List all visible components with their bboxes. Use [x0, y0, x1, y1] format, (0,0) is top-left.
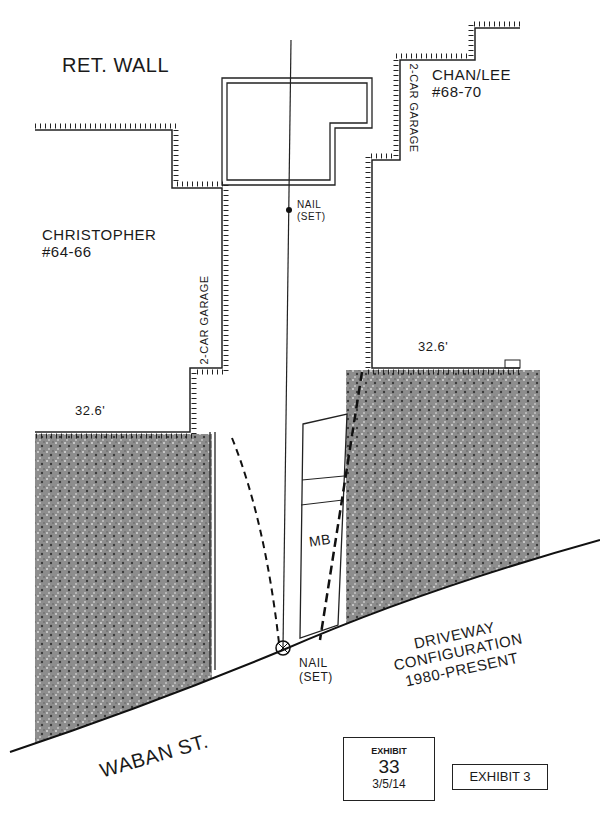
label-holder: 2-CAR GARAGE: [198, 275, 211, 364]
exhibit-stamp: EXHIBIT333/5/14: [343, 737, 435, 801]
street-name: WABAN ST.: [97, 725, 228, 783]
sketch-label: 2-CAR GARAGE: [408, 63, 421, 152]
sketch-label: NAIL (SET): [299, 657, 339, 685]
building-wall: [372, 28, 520, 368]
label-holder: CHAN/LEE #68-70: [432, 66, 512, 101]
lot-edge: [209, 432, 210, 672]
label-holder: CHRISTOPHER #64-66: [42, 226, 164, 261]
strip-tick: [302, 476, 344, 480]
label-holder: RET. WALL: [62, 54, 222, 77]
nail-symbol: [278, 643, 288, 653]
retaining-wall: [222, 78, 372, 185]
nail-symbol: [278, 643, 288, 653]
nail-dot: [286, 207, 292, 213]
wall-hatching: [35, 126, 226, 436]
exhibit-tag: EXHIBIT 3: [452, 764, 548, 790]
dimension: 32.6': [418, 340, 478, 355]
survey-line: [283, 40, 291, 648]
label-holder: NAIL (SET): [299, 657, 339, 685]
sketch-label: RET. WALL: [62, 54, 222, 77]
driveway-edge: [320, 372, 362, 640]
exhibit-text: EXHIBIT 3: [469, 770, 530, 785]
label-holder: NAIL (SET): [297, 199, 333, 222]
sketch-label: 2-CAR GARAGE: [198, 275, 211, 364]
building-wall: [35, 130, 222, 432]
nail-symbol: [276, 641, 290, 655]
sketch-label: CHRISTOPHER #64-66: [42, 226, 164, 261]
dimension: 32.6': [75, 404, 135, 419]
label-holder: WABAN ST.: [97, 725, 228, 783]
driveway-strip: [300, 414, 347, 638]
label-holder: DRIVEWAY CONFIGURATION 1980-PRESENT: [388, 613, 528, 691]
strip-tick: [301, 500, 343, 505]
exhibit-text: EXHIBIT: [371, 746, 407, 756]
driveway-edge: [232, 438, 279, 643]
label-holder: 2-CAR GARAGE: [408, 63, 421, 152]
label-holder: 32.6': [75, 404, 135, 419]
wall-hatching: [368, 24, 520, 372]
retaining-wall: [227, 83, 367, 180]
street-line: [10, 540, 600, 752]
lot-edge: [214, 432, 215, 670]
sketch-label: DRIVEWAY CONFIGURATION 1980-PRESENT: [388, 613, 528, 691]
lawn-shading: [346, 370, 540, 750]
exhibit-text: 3/5/14: [372, 778, 405, 792]
exhibit-text: 33: [378, 756, 399, 778]
sketch-label: NAIL (SET): [297, 199, 333, 222]
label-holder: 32.6': [418, 340, 478, 355]
wall-detail: [505, 360, 520, 368]
sketch-label: CHAN/LEE #68-70: [432, 66, 512, 101]
